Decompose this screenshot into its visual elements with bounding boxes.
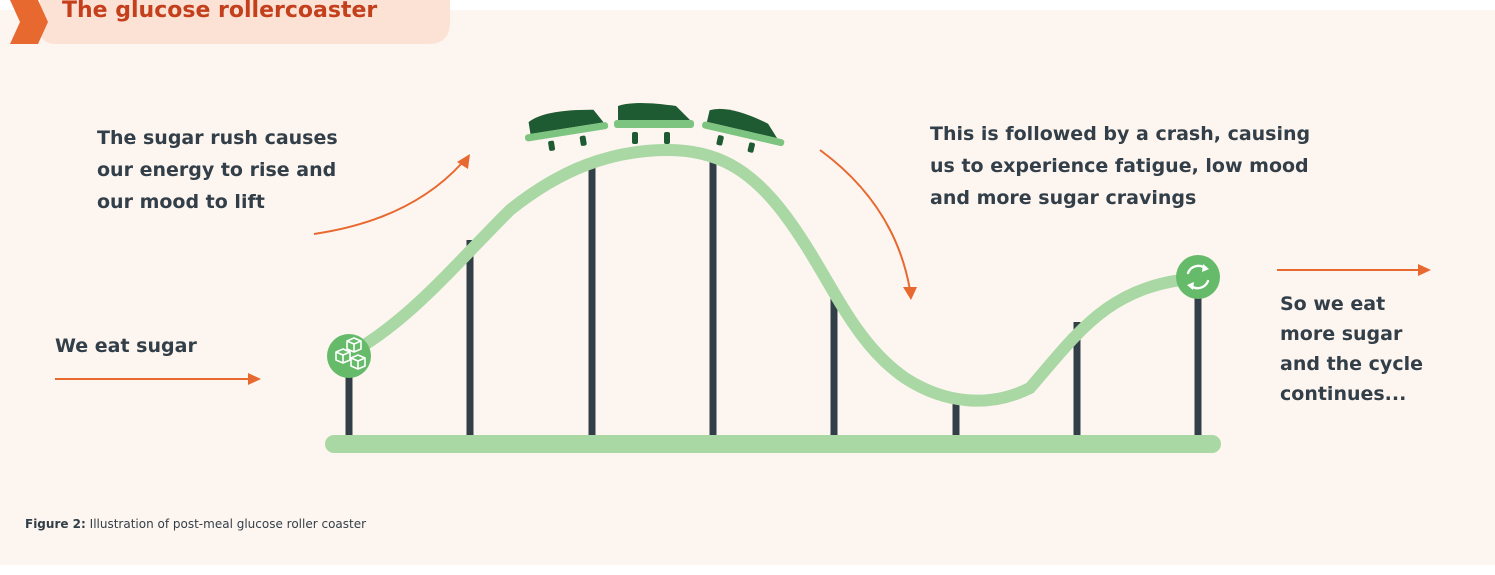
caption-text: Illustration of post-meal glucose roller… [90, 517, 366, 531]
callout-line: our mood to lift [97, 186, 338, 218]
figure-caption: Figure 2: Illustration of post-meal gluc… [25, 517, 366, 531]
callout-line: us to experience fatigue, low mood [930, 150, 1310, 182]
callout-line: We eat sugar [55, 330, 197, 362]
callout-line: This is followed by a crash, causing [930, 118, 1310, 150]
callout-line: continues... [1280, 379, 1423, 409]
callout-crash: This is followed by a crash, causing us … [930, 118, 1310, 214]
callout-line: The sugar rush causes [97, 122, 338, 154]
cycle-arrows-icon [1176, 255, 1220, 299]
callout-cycle-continues: So we eat more sugar and the cycle conti… [1280, 289, 1423, 409]
sugar-cubes-icon [327, 334, 371, 378]
callout-line: and more sugar cravings [930, 182, 1310, 214]
caption-label: Figure 2: [25, 517, 86, 531]
rollercoaster-car-icon [522, 104, 611, 154]
rollercoaster-car-icon [614, 103, 694, 144]
callout-line: So we eat [1280, 289, 1423, 319]
arrow-crash [820, 150, 910, 290]
callout-line: our energy to rise and [97, 154, 338, 186]
callout-line: more sugar [1280, 319, 1423, 349]
callout-sugar-rush: The sugar rush causes our energy to rise… [97, 122, 338, 218]
callout-eat-sugar: We eat sugar [55, 330, 197, 362]
callout-line: and the cycle [1280, 349, 1423, 379]
